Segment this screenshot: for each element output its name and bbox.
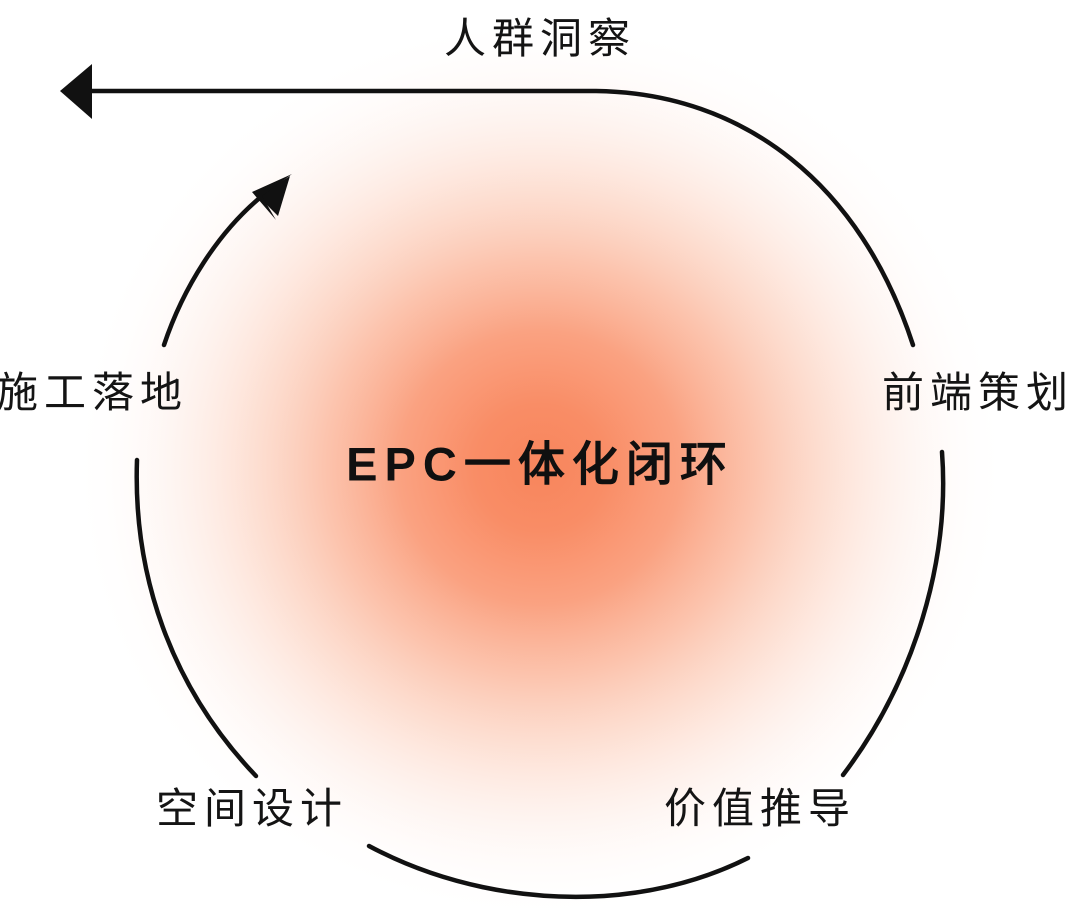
node-label-crowd-insight[interactable]: 人群洞察	[443, 15, 637, 62]
arrowhead-up-right-icon	[258, 176, 290, 216]
node-label-front-end-planning[interactable]: 前端策划	[881, 369, 1074, 416]
node-label-construction-delivery[interactable]: 施工落地	[0, 369, 189, 416]
ring-arc-bottom	[366, 843, 751, 900]
ring-arc-right	[840, 449, 946, 778]
ring-arc-top	[83, 88, 916, 348]
ring-arc-upper-left	[161, 193, 265, 348]
center-title: EPC一体化闭环	[346, 437, 734, 491]
node-label-space-design[interactable]: 空间设计	[156, 785, 349, 832]
arrowhead-up-right-fill-icon	[252, 174, 292, 220]
node-label-value-derivation[interactable]: 价值推导	[664, 785, 857, 832]
ring-arc-lower-left	[134, 457, 259, 779]
arrowhead-left-icon	[60, 64, 92, 119]
